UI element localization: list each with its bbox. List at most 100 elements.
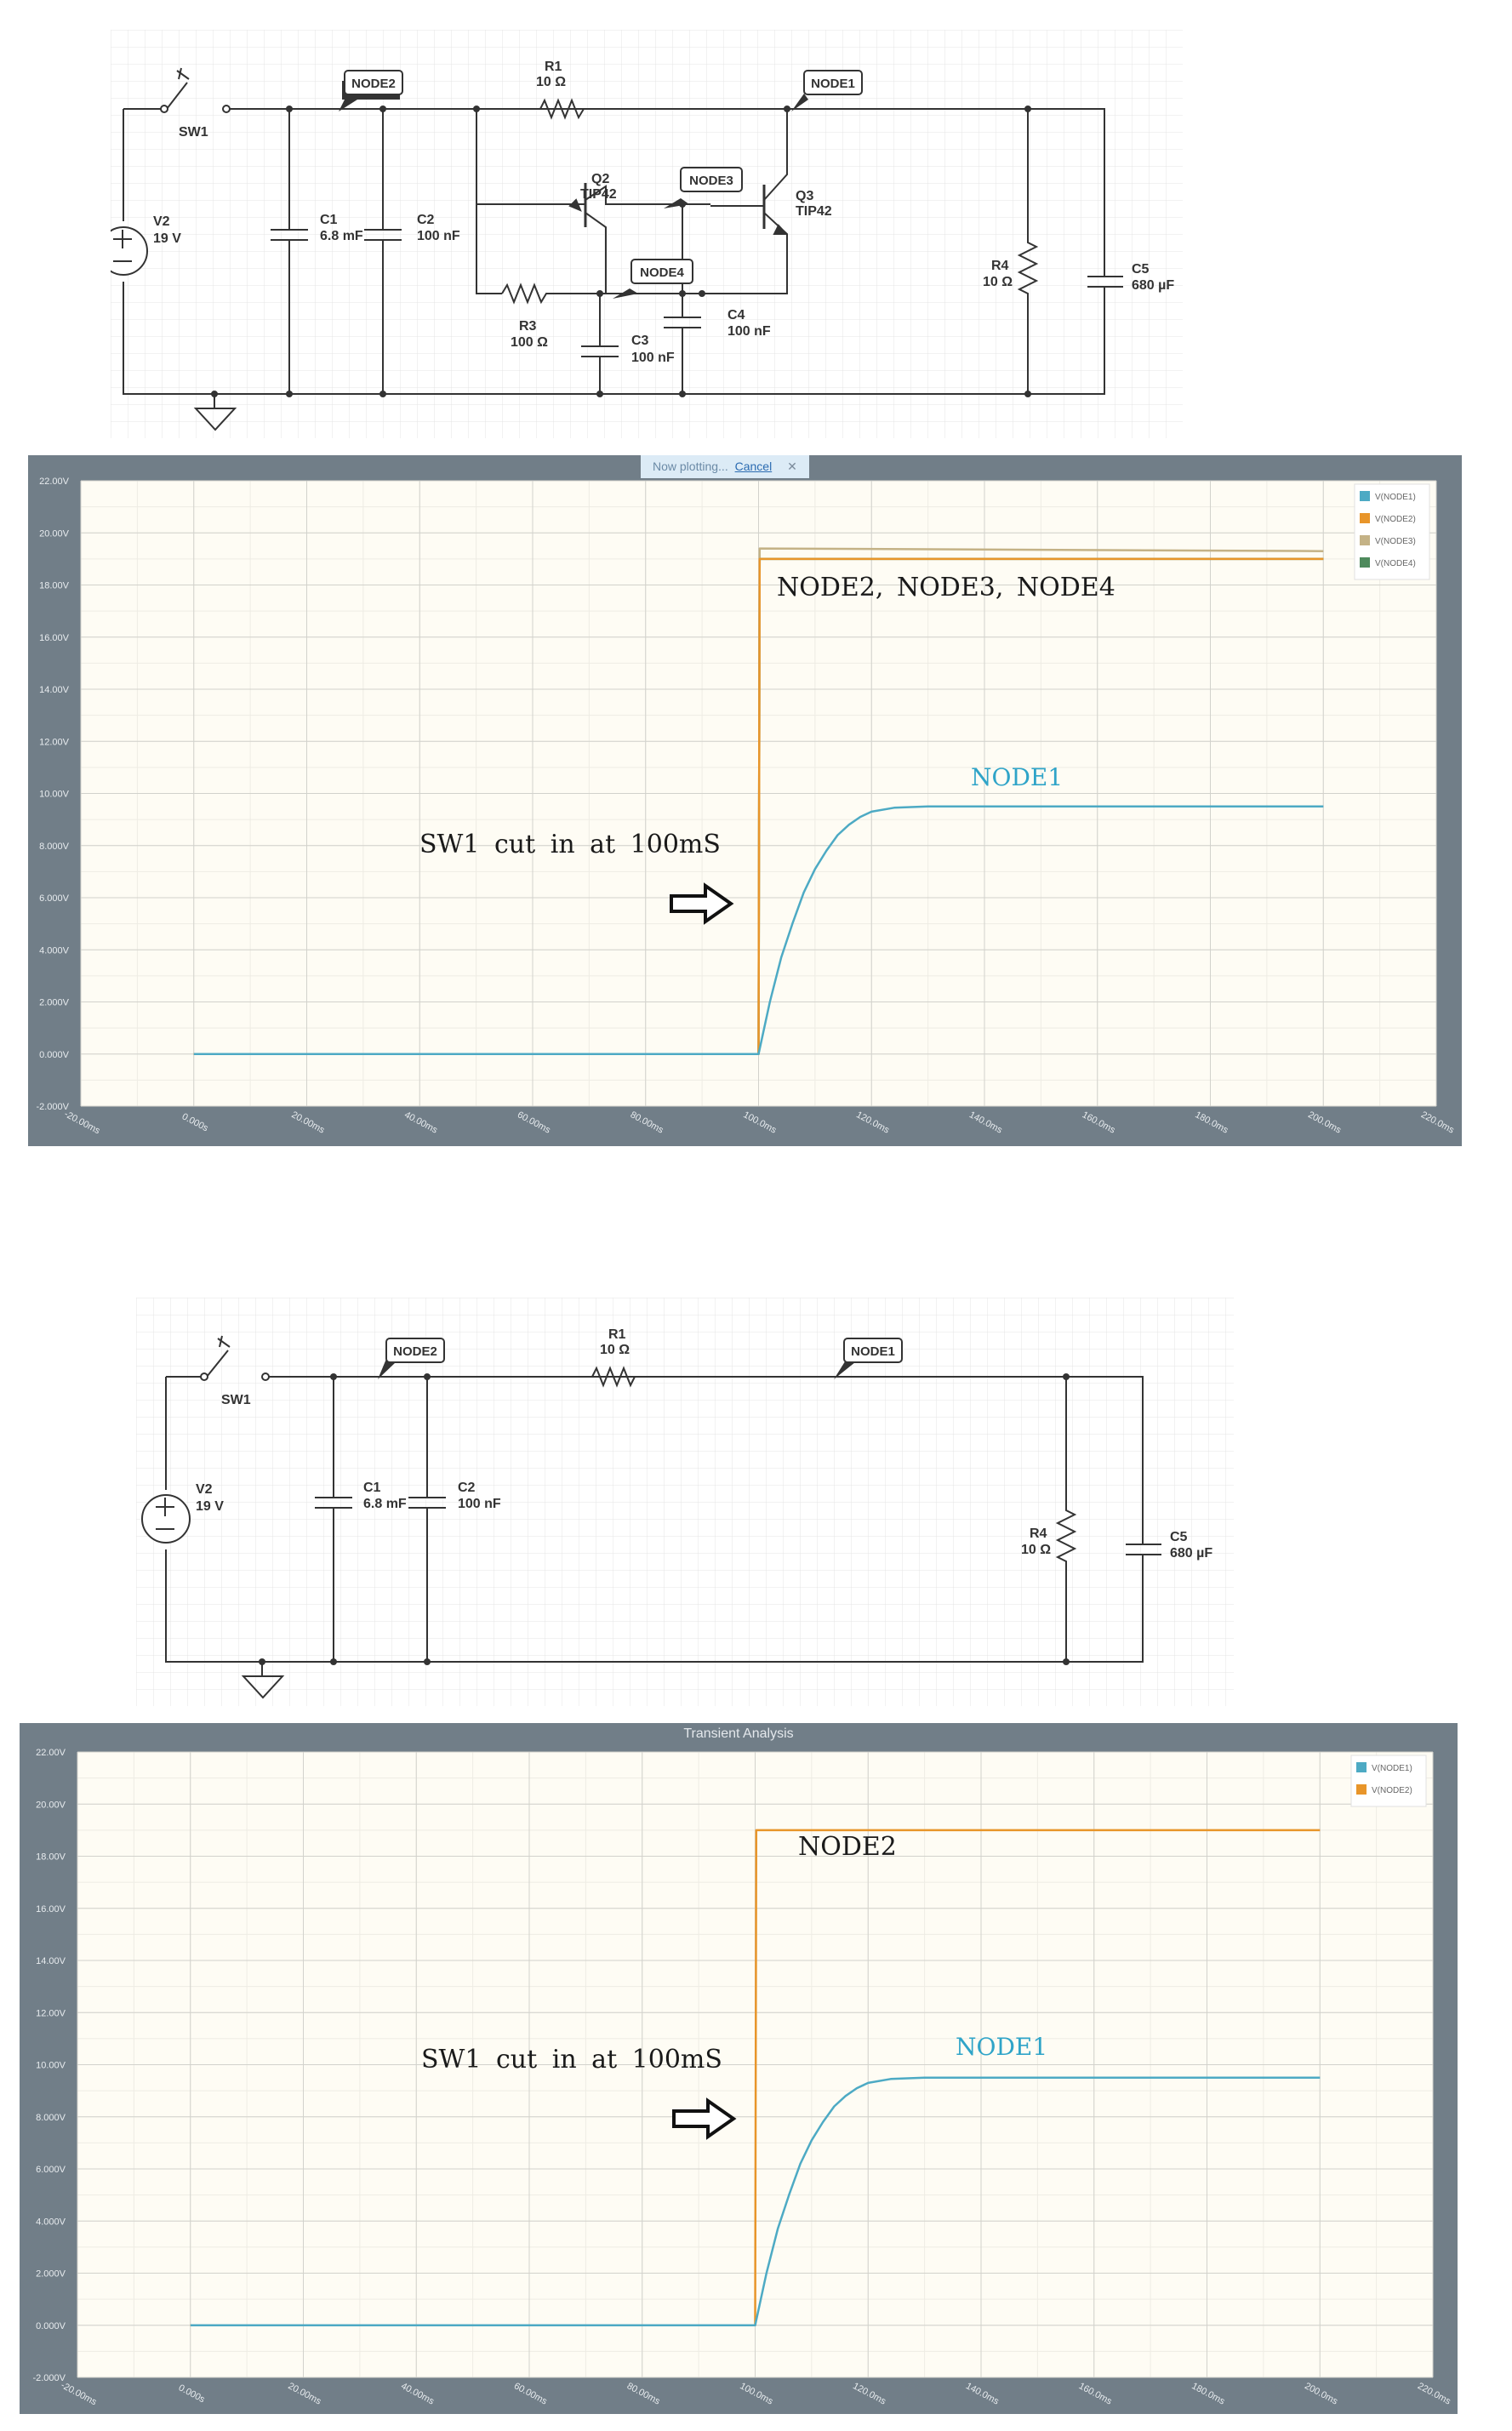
y-tick-label: 0.000V <box>36 2321 66 2331</box>
label-r1-value: 10 Ω <box>600 1343 630 1357</box>
x-tick-label: 160.0ms <box>1081 1110 1117 1136</box>
x-tick-label: 80.00ms <box>629 1110 665 1136</box>
legend-label[interactable]: V(NODE2) <box>1375 515 1416 524</box>
capacitor-c1[interactable] <box>315 1377 352 1662</box>
voltage-source[interactable] <box>141 1494 191 1544</box>
legend-swatch <box>1360 535 1370 545</box>
x-tick-label: 100.0ms <box>738 2381 774 2407</box>
resistor-r4[interactable] <box>1055 1377 1077 1662</box>
x-tick-label: 0.000s <box>177 2382 207 2405</box>
switch-actuator <box>176 67 190 80</box>
label-r4-value: 10 Ω <box>1021 1543 1051 1557</box>
cancel-link[interactable]: Cancel <box>734 459 773 473</box>
x-tick-label: 60.00ms <box>516 1110 552 1136</box>
label-r1: R1 <box>545 60 562 74</box>
node-tag-node3[interactable]: NODE3 <box>664 167 743 208</box>
label-r3: R3 <box>519 319 537 334</box>
label-c2-value: 100 nF <box>458 1497 501 1511</box>
resistor-r1[interactable] <box>591 1366 636 1388</box>
resistor-r1[interactable] <box>442 98 585 120</box>
y-tick-label: 6.000V <box>36 2165 66 2175</box>
annotation-nodes234: NODE2, NODE3, NODE4 <box>777 573 1115 602</box>
y-tick-label: 4.000V <box>39 945 70 956</box>
y-tick-label: 12.00V <box>39 737 70 747</box>
x-tick-label: 20.00ms <box>286 2381 322 2407</box>
x-tick-label: 200.0ms <box>1303 2381 1339 2407</box>
schematic-1: NODE2 NODE1 NODE3 NODE4 SW1 V2 19 V R1 1… <box>99 30 1183 438</box>
capacitor-c5[interactable] <box>1087 266 1123 317</box>
node-tag-node1[interactable]: NODE1 <box>834 1338 903 1379</box>
label-v2: V2 <box>196 1482 213 1497</box>
x-tick-label: 100.0ms <box>741 1110 778 1136</box>
label-r3-value: 100 Ω <box>511 335 548 350</box>
y-tick-label: 18.00V <box>36 1852 66 1863</box>
svg-text:NODE2: NODE2 <box>351 77 396 91</box>
node-tag-node2[interactable]: NODE2 <box>378 1338 445 1379</box>
svg-text:NODE1: NODE1 <box>851 1344 895 1359</box>
capacitor-c1[interactable] <box>271 109 308 394</box>
legend-swatch <box>1360 513 1370 523</box>
wire-top <box>166 1376 1144 1534</box>
svg-text:NODE1: NODE1 <box>811 77 855 91</box>
plot-2-canvas: -2.000V0.000V2.000V4.000V6.000V8.000V10.… <box>32 1748 1452 2408</box>
x-tick-label: 180.0ms <box>1193 1110 1230 1136</box>
y-tick-label: 14.00V <box>36 1956 66 1966</box>
legend-label[interactable]: V(NODE4) <box>1375 559 1416 568</box>
y-tick-label: 22.00V <box>36 1748 66 1758</box>
label-sw1: SW1 <box>179 125 208 140</box>
right-arrow-icon <box>670 882 734 925</box>
annotation-node2: NODE2 <box>798 1832 897 1862</box>
schematic-2-canvas: NODE2 NODE1 SW1 V2 19 V R1 10 Ω C1 6.8 m… <box>136 1298 1234 1706</box>
y-tick-label: 16.00V <box>36 1904 66 1915</box>
x-tick-label: -20.00ms <box>59 2380 99 2407</box>
x-tick-label: 20.00ms <box>289 1110 326 1136</box>
label-c1: C1 <box>363 1481 381 1495</box>
label-r1-value: 10 Ω <box>536 75 566 89</box>
y-tick-label: 10.00V <box>39 790 70 800</box>
label-c4: C4 <box>727 308 745 322</box>
x-tick-label: 220.0ms <box>1416 2381 1452 2407</box>
label-c5-value: 680 µF <box>1170 1546 1212 1561</box>
node-tag-node2[interactable]: NODE2 <box>339 70 403 111</box>
label-q2: Q2 <box>591 172 609 186</box>
node-tag-node1[interactable]: NODE1 <box>791 70 863 111</box>
legend-label[interactable]: V(NODE3) <box>1375 537 1416 546</box>
x-tick-label: 140.0ms <box>964 2381 1001 2407</box>
capacitor-c2[interactable] <box>364 109 402 394</box>
legend-label[interactable]: V(NODE1) <box>1375 493 1416 502</box>
resistor-r3[interactable] <box>501 282 702 305</box>
x-tick-label: 40.00ms <box>402 1110 439 1136</box>
x-tick-label: 80.00ms <box>625 2381 662 2407</box>
y-tick-label: 8.000V <box>36 2113 66 2123</box>
label-q3: Q3 <box>796 189 813 203</box>
y-tick-label: 20.00V <box>36 1800 66 1810</box>
legend-label[interactable]: V(NODE2) <box>1372 1786 1412 1795</box>
close-icon[interactable]: ✕ <box>787 459 797 473</box>
x-tick-label: 180.0ms <box>1190 2381 1226 2407</box>
label-q2-value: TIP42 <box>580 187 617 202</box>
legend-swatch <box>1356 1784 1367 1795</box>
resistor-r4[interactable] <box>1017 109 1039 394</box>
annotation-switch-note: SW1 cut in at 100mS <box>421 2045 722 2074</box>
x-tick-label: 40.00ms <box>399 2381 436 2407</box>
y-tick-label: 2.000V <box>39 998 70 1008</box>
y-tick-label: 20.00V <box>39 528 70 539</box>
schematic-grid <box>111 30 1183 438</box>
capacitor-c3[interactable] <box>581 294 619 394</box>
label-c5: C5 <box>1170 1530 1188 1544</box>
node-tag-node4[interactable]: NODE4 <box>613 259 693 299</box>
label-c3: C3 <box>631 334 649 348</box>
schematic-1-canvas: NODE2 NODE1 NODE3 NODE4 SW1 V2 19 V R1 1… <box>99 30 1183 438</box>
capacitor-c2[interactable] <box>408 1377 446 1662</box>
label-r4-value: 10 Ω <box>983 275 1013 289</box>
series-group <box>190 1829 1321 2327</box>
label-c2: C2 <box>458 1481 476 1495</box>
legend-swatch <box>1356 1762 1367 1772</box>
y-tick-label: 14.00V <box>39 685 70 695</box>
y-tick-label: -2.000V <box>32 2373 66 2383</box>
annotation-node1: NODE1 <box>971 763 1064 791</box>
legend-label[interactable]: V(NODE1) <box>1372 1764 1412 1773</box>
capacitor-c5[interactable] <box>1126 1534 1161 1584</box>
label-sw1: SW1 <box>221 1393 251 1407</box>
